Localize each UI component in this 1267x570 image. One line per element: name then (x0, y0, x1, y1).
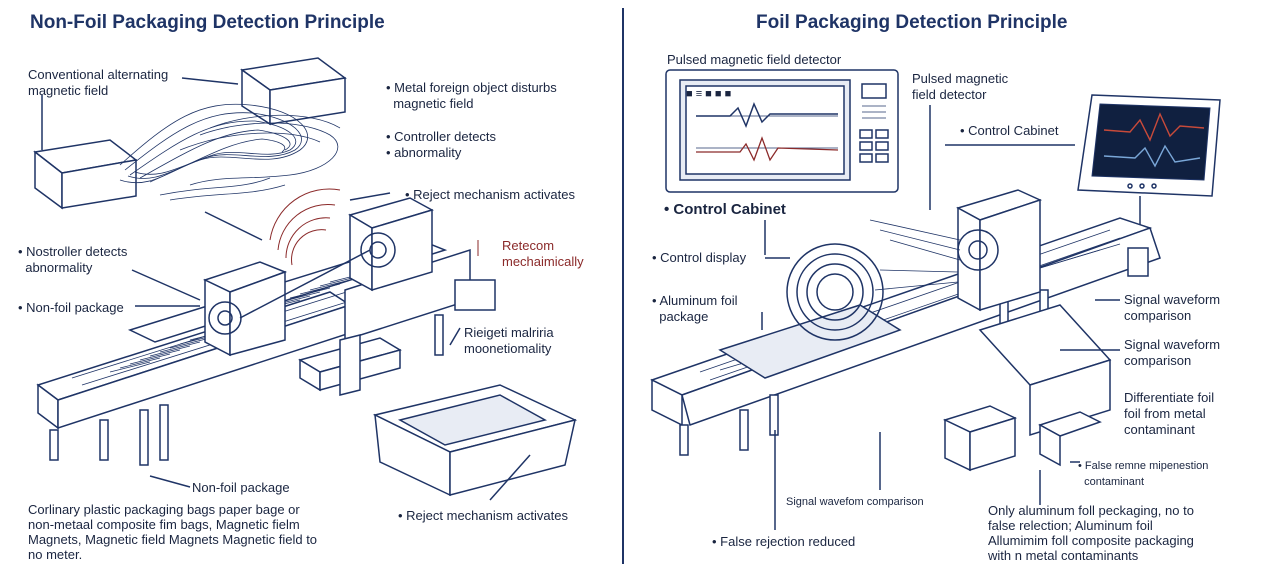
right-control-display (1077, 94, 1221, 225)
left-detector-tunnel (202, 188, 434, 357)
label-false-rejection-reduced: • False rejection reduced (712, 534, 856, 549)
label-pulsed-detector-side: Pulsed magnetic field detector (912, 71, 1009, 102)
label-pulsed-detector-top: Pulsed magnetic field detector (667, 52, 842, 67)
monitor-screen-label: ■ ≡ ■ ■ ■ (686, 88, 732, 100)
label-conventional-field: Conventional alternating magnetic field (28, 67, 169, 98)
right-panel-title: Foil Packaging Detection Principle (756, 12, 1068, 33)
right-monitor (665, 69, 899, 193)
label-false-remne: • False remne mipenestion contaminant (1078, 460, 1209, 488)
left-coil-box-b (240, 57, 347, 126)
left-coil-box-a (33, 139, 138, 210)
label-control-display: • Control display (652, 250, 747, 265)
left-field-lines (119, 103, 341, 201)
label-control-cabinet-big: • Control Cabinet (664, 201, 786, 218)
label-reject-activates-top: • Reject mechanism activates (405, 187, 576, 202)
label-differentiate: Differentiate foil foil from metal conta… (1124, 390, 1215, 437)
label-signal-small: Signal wavefom comparison (786, 496, 924, 508)
right-detector-tunnel (786, 189, 1043, 341)
label-signal-waveform-2: Signal waveform comparison (1124, 337, 1221, 368)
right-description: Only aluminum foll peckaging, no to fals… (988, 503, 1194, 563)
label-rieigeti: Rieigeti malriria moonetiomality (464, 325, 554, 356)
label-nostroller: • Nostroller detects abnormality (18, 244, 128, 275)
left-panel-title: Non-Foil Packaging Detection Principle (30, 12, 385, 33)
label-nonfoil-bottom: Non-foil package (192, 480, 290, 495)
left-description: Corlinary plastic packaging bags paper b… (28, 502, 318, 562)
label-aluminum-foil: • Aluminum foil package (652, 293, 738, 324)
label-retecom: Retecom mechaimically (502, 238, 584, 269)
label-control-cabinet-small: • Control Cabinet (960, 123, 1059, 138)
panel-divider (622, 8, 624, 564)
label-metal-disturbs: • Metal foreign object disturbs magnetic… (386, 80, 557, 111)
label-nonfoil-package: • Non-foil package (18, 300, 124, 315)
right-reject-chute (942, 304, 1112, 472)
label-controller-detects: • Controller detects • abnormality (386, 129, 497, 160)
left-reject-bin (298, 334, 578, 497)
label-reject-activates-bottom: • Reject mechanism activates (398, 508, 569, 523)
label-signal-waveform-1: Signal waveform comparison (1124, 292, 1221, 323)
